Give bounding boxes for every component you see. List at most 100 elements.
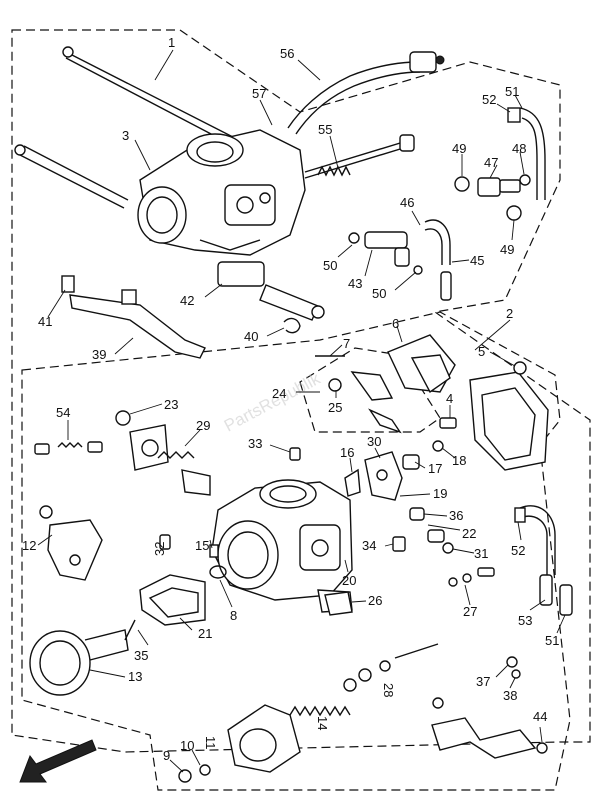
callout-24: 24 [272,386,286,401]
callout-9: 9 [163,748,170,763]
callout-22: 22 [462,526,476,541]
spring-14-icon [289,705,351,717]
fitting-47-icon [454,174,531,221]
screws-27-icon [448,567,495,587]
long-screw-lower-icon [14,144,129,209]
callout-21: 21 [198,626,212,641]
callout-14: 14 [315,716,330,730]
callout-11: 11 [203,736,218,750]
callout-29: 29 [196,418,210,433]
callout-39: 39 [92,347,106,362]
callout-48: 48 [512,141,526,156]
callout-46: 46 [400,195,414,210]
callout-18: 18 [452,453,466,468]
callout-27: 27 [463,604,477,619]
lower-carburetor-body-icon [211,479,353,613]
callouts: 1 2 3 4 5 6 7 8 9 10 11 12 13 14 15 16 1… [22,35,566,773]
plate-29-icon [115,410,211,496]
callout-49b: 49 [500,242,514,257]
callout-5: 5 [478,344,485,359]
callout-57: 57 [252,86,266,101]
callout-34: 34 [362,538,376,553]
callout-44: 44 [533,709,547,724]
joint-43-icon [348,231,423,275]
front-direction-arrow-icon [19,739,97,783]
seal-8-icon [209,544,227,579]
callout-50b: 50 [372,286,386,301]
callout-37: 37 [476,674,490,689]
needle-28-icon [343,643,439,692]
part-30-icon [364,451,403,501]
callout-33: 33 [248,436,262,451]
callout-35: 35 [134,648,148,663]
upper-assembly-frame [11,29,591,753]
screws-54-icon [34,441,103,455]
bracket-44-icon [431,697,548,759]
top-cover-icon [178,704,301,783]
callout-32: 32 [152,542,167,556]
callout-53: 53 [518,613,532,628]
callout-55: 55 [318,122,332,137]
callout-31: 31 [474,546,488,561]
callout-54: 54 [56,405,70,420]
hose-45-icon [424,219,452,301]
upper-carburetor-body-icon [137,129,306,256]
vent-hose-51-icon [507,107,546,200]
callout-15: 15 [195,538,209,553]
callout-45: 45 [470,253,484,268]
washers-37-icon [506,656,521,679]
callout-1: 1 [168,35,175,50]
cover-21-icon [139,574,206,626]
small-fittings-icon [392,507,454,554]
callout-42: 42 [180,293,194,308]
callout-51b: 51 [545,633,559,648]
callout-6: 6 [392,316,399,331]
callout-12: 12 [22,538,36,553]
cap-6-icon [387,334,456,394]
callout-13: 13 [128,669,142,684]
callout-10: 10 [180,738,194,753]
clip-40-icon [283,317,301,334]
callout-25: 25 [328,400,342,415]
callout-30: 30 [367,434,381,449]
callout-8: 8 [230,608,237,623]
callout-43: 43 [348,276,362,291]
linkage-rod-55-icon [304,134,415,179]
callout-3: 3 [122,128,129,143]
callout-52a: 52 [482,92,496,107]
diaphragm-13-icon [29,619,136,696]
callout-17: 17 [428,461,442,476]
screw-4-icon [402,417,457,470]
bracket-39-icon [61,275,206,359]
callout-50a: 50 [323,258,337,273]
callout-51a: 51 [505,84,519,99]
fuel-hose-56-icon [287,51,445,135]
jet-33-icon [289,447,301,461]
watermark-text: PartsRepublik [221,369,324,436]
pipe-42-icon [217,261,325,321]
bracket-16-icon [344,468,361,497]
callout-28: 28 [381,683,396,697]
callout-7: 7 [343,336,350,351]
jet-32-icon [159,534,171,550]
callout-4: 4 [446,391,453,406]
callout-52b: 52 [511,543,525,558]
bracket-12-icon [39,505,103,581]
callout-56: 56 [280,46,294,61]
callout-16: 16 [340,445,354,460]
callout-23: 23 [164,397,178,412]
callout-47: 47 [484,155,498,170]
callout-49a: 49 [452,141,466,156]
callout-2: 2 [506,306,513,321]
throttle-link-25-icon [315,355,402,434]
callout-36: 36 [449,508,463,523]
callout-19: 19 [433,486,447,501]
callout-26: 26 [368,593,382,608]
float-bowl-2-icon [469,361,549,471]
callout-41: 41 [38,314,52,329]
hose-53-icon [514,505,573,616]
part-26-icon [324,591,353,616]
throttle-inner-frame [299,347,441,433]
callout-20: 20 [342,573,356,588]
